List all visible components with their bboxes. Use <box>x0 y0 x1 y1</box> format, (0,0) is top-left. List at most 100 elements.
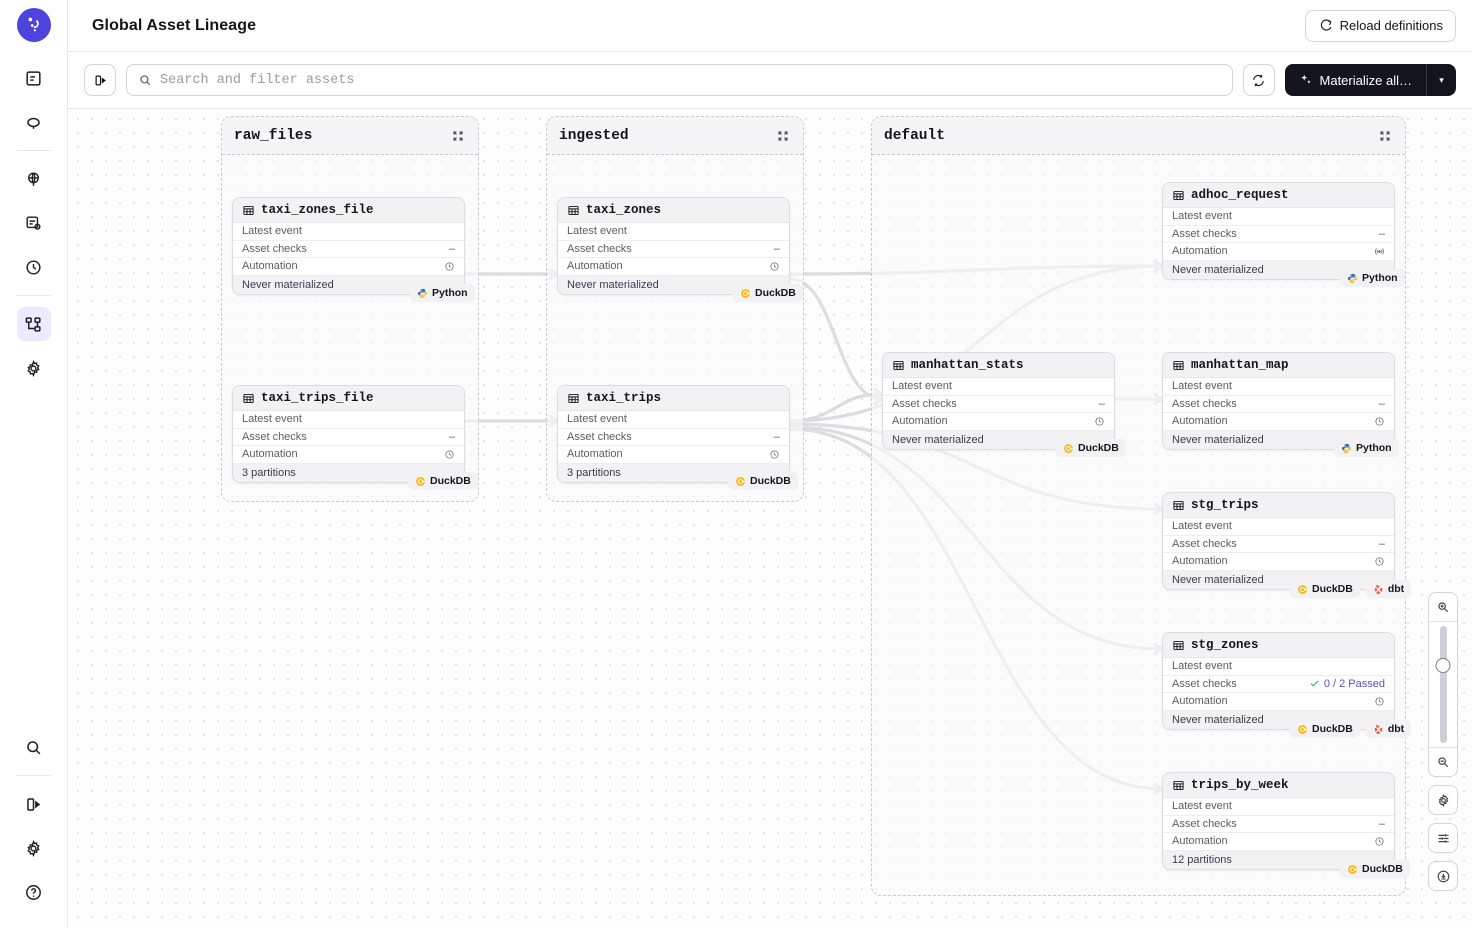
sidebar-item-assets[interactable] <box>16 307 51 341</box>
clock-icon <box>1094 416 1105 427</box>
sidebar-item-deployment[interactable] <box>17 162 51 196</box>
search-field-wrapper[interactable] <box>126 64 1233 96</box>
node-row: Asset checks– <box>233 240 464 258</box>
kind-tag-dbt[interactable]: dbt <box>1365 720 1412 738</box>
kind-tag-label: DuckDB <box>1362 863 1403 875</box>
table-icon <box>1172 359 1185 372</box>
kind-tag-python[interactable]: Python <box>1334 439 1399 457</box>
kind-tag-duckdb[interactable]: DuckDB <box>1290 580 1360 598</box>
kind-tag-label: Python <box>432 287 468 299</box>
clock-icon <box>1374 836 1385 847</box>
zoom-slider-track <box>1439 626 1447 743</box>
clock-icon <box>444 261 455 272</box>
group-collapse-button-default[interactable] <box>1377 128 1393 144</box>
node-header: manhattan_stats <box>883 353 1114 378</box>
sidebar-item-jobs[interactable] <box>17 206 51 240</box>
node-row-label: Asset checks <box>242 430 307 443</box>
kind-tags-taxi_trips_file: DuckDB <box>408 472 478 490</box>
kind-tag-duckdb[interactable]: DuckDB <box>1056 439 1126 457</box>
kind-tag-duckdb[interactable]: DuckDB <box>1340 860 1410 878</box>
graph-settings-gear-icon[interactable] <box>1428 785 1458 815</box>
refresh-icon[interactable] <box>1242 64 1275 96</box>
kind-tag-duckdb[interactable]: DuckDB <box>733 284 803 302</box>
kind-tags-taxi_trips: DuckDB <box>728 472 798 490</box>
group-collapse-button-raw_files[interactable] <box>450 128 466 144</box>
row-value: – <box>1378 397 1385 410</box>
node-header: taxi_zones_file <box>233 198 464 223</box>
node-row: Latest event <box>1163 208 1394 226</box>
zoom-slider-thumb[interactable] <box>1435 658 1451 673</box>
zoom-level-slider[interactable] <box>1429 622 1457 747</box>
node-header: stg_zones <box>1163 633 1394 658</box>
sidebar-user-settings-button[interactable] <box>17 831 51 865</box>
sidebar-item-settings[interactable] <box>17 351 51 385</box>
node-row-label: Automation <box>567 260 623 273</box>
clock-icon <box>1374 416 1385 427</box>
automation-value <box>1374 246 1385 257</box>
kind-tag-duckdb[interactable]: DuckDB <box>408 472 478 490</box>
reload-definitions-button[interactable]: Reload definitions <box>1304 9 1456 42</box>
sensor-icon <box>1374 246 1385 257</box>
dagster-logo-icon[interactable] <box>16 8 51 42</box>
dbt-icon <box>1373 724 1384 735</box>
graph-options-sliders-icon[interactable] <box>1428 823 1458 853</box>
asset-name: taxi_trips <box>586 391 662 405</box>
zoom-divider-bottom <box>1429 747 1457 748</box>
search-input[interactable] <box>160 72 1221 88</box>
materialize-dropdown-button[interactable]: ▾ <box>1426 64 1456 96</box>
table-icon <box>1172 779 1185 792</box>
table-icon <box>242 204 255 217</box>
node-header: taxi_trips_file <box>233 386 464 411</box>
table-icon <box>567 204 580 217</box>
zoom-out-icon[interactable] <box>1429 748 1457 776</box>
node-row-label: Latest event <box>567 413 627 426</box>
kind-tag-label: DuckDB <box>1312 583 1353 595</box>
node-row: Asset checks– <box>558 428 789 446</box>
panel-toggle-icon[interactable] <box>84 64 116 96</box>
kind-tag-label: Python <box>1356 442 1392 454</box>
node-row: Latest event <box>558 223 789 241</box>
automation-value <box>1374 556 1385 567</box>
top-header: Global Asset Lineage Reload definitions <box>68 0 1472 52</box>
zoom-in-icon[interactable] <box>1429 593 1457 621</box>
materialize-all-button[interactable]: Materialize all… <box>1284 64 1426 96</box>
node-row-label: Automation <box>1172 835 1228 848</box>
node-row-label: Asset checks <box>1172 817 1237 830</box>
node-row: Automation <box>1163 693 1394 711</box>
node-row-label: Latest event <box>567 225 627 238</box>
node-row-label: Automation <box>242 448 298 461</box>
kind-tag-python[interactable]: Python <box>410 284 475 302</box>
kind-tag-dbt[interactable]: dbt <box>1365 580 1412 598</box>
recenter-graph-icon[interactable] <box>1428 861 1458 891</box>
kind-tag-duckdb[interactable]: DuckDB <box>1290 720 1360 738</box>
asset-name: stg_trips <box>1191 498 1259 512</box>
node-row: Latest event <box>883 378 1114 396</box>
sidebar-help-button[interactable] <box>17 875 51 909</box>
sidebar-collapse-button[interactable] <box>17 787 51 821</box>
row-value: – <box>773 430 780 443</box>
group-collapse-button-ingested[interactable] <box>775 128 791 144</box>
group-header-raw_files: raw_files <box>222 117 478 155</box>
sidebar-item-overview[interactable] <box>17 61 51 95</box>
kind-tag-python[interactable]: Python <box>1340 269 1405 287</box>
asset-name: adhoc_request <box>1191 188 1289 202</box>
kind-tag-duckdb[interactable]: DuckDB <box>728 472 798 490</box>
sidebar-item-runs[interactable] <box>17 105 51 139</box>
left-rail <box>0 0 68 928</box>
sidebar-search-button[interactable] <box>17 730 51 764</box>
node-status: Never materialized <box>233 275 464 294</box>
table-icon <box>892 359 905 372</box>
sidebar-item-schedules[interactable] <box>17 250 51 284</box>
group-header-ingested: ingested <box>547 117 803 155</box>
